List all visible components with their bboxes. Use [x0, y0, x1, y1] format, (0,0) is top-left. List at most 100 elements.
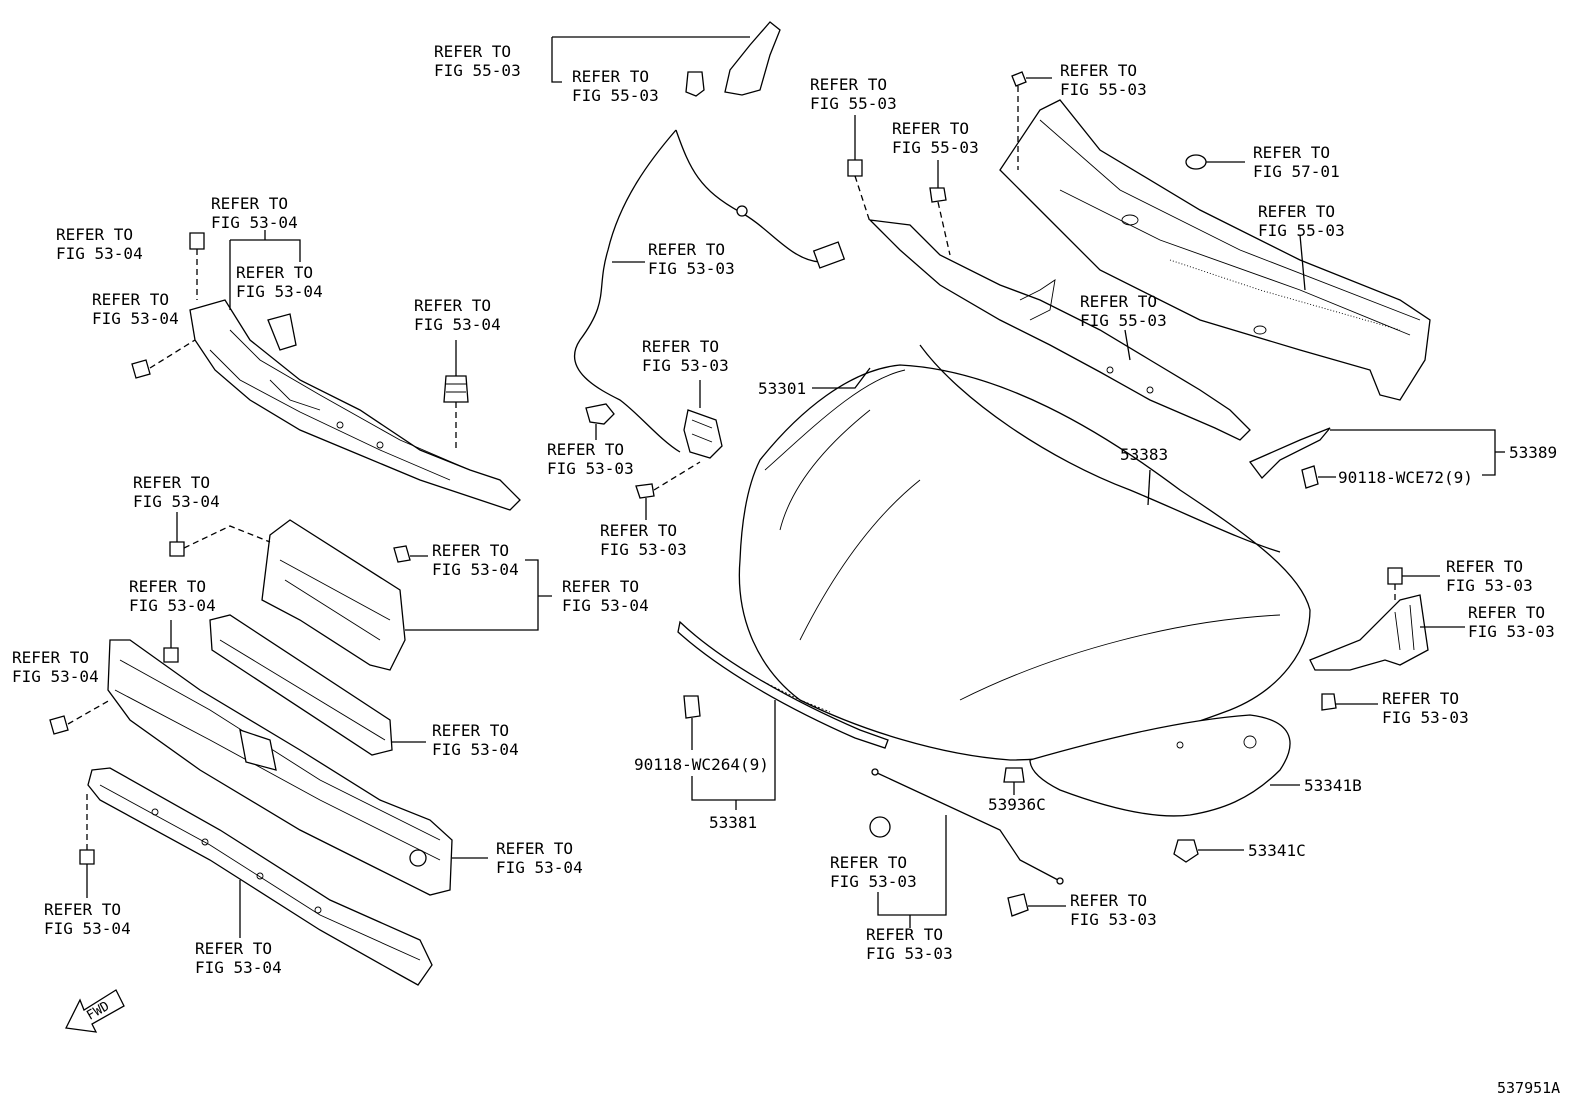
upper-bolt-top-icon	[189, 232, 205, 300]
svg-text:REFER TO: REFER TO	[432, 541, 509, 560]
svg-text:REFER TO: REFER TO	[1446, 557, 1523, 576]
hood-side-seal	[1248, 427, 1505, 479]
svg-text:REFER TO: REFER TO	[562, 577, 639, 596]
hood-lock	[683, 380, 723, 459]
ref-upper-bolt-side: REFER TO FIG 53-04	[92, 290, 179, 328]
svg-text:FIG 55-03: FIG 55-03	[1060, 80, 1147, 99]
ref-rod-holder: REFER TO FIG 53-03	[1070, 891, 1157, 929]
ref-upper-bracket: REFER TO FIG 53-04	[236, 263, 323, 301]
svg-text:FIG 53-04: FIG 53-04	[562, 596, 649, 615]
ref-brace-bolt: REFER TO FIG 53-04	[129, 577, 216, 615]
svg-text:FIG 53-04: FIG 53-04	[195, 958, 282, 977]
hood-panel	[738, 364, 1311, 761]
ref-hinge: REFER TO FIG 53-03	[1468, 603, 1555, 641]
hood-release-cable	[573, 129, 846, 453]
svg-text:REFER TO: REFER TO	[547, 440, 624, 459]
side-seal-clip-icon	[1301, 465, 1336, 489]
bumper-reinforcement	[107, 639, 453, 896]
svg-text:FIG 53-04: FIG 53-04	[12, 667, 99, 686]
svg-text:REFER TO: REFER TO	[211, 194, 288, 213]
ref-outer-cowl: REFER TO FIG 55-03	[1080, 292, 1167, 330]
ref-upper-support: REFER TO FIG 53-04	[211, 194, 298, 232]
svg-text:REFER TO: REFER TO	[44, 900, 121, 919]
svg-text:FIG 53-03: FIG 53-03	[600, 540, 687, 559]
ref-hinge-bolt-top: REFER TO FIG 53-03	[1446, 557, 1533, 595]
svg-text:REFER TO: REFER TO	[1468, 603, 1545, 622]
svg-text:FIG 55-03: FIG 55-03	[892, 138, 979, 157]
ref-reinforcement: REFER TO FIG 53-04	[496, 839, 583, 877]
svg-text:REFER TO: REFER TO	[12, 648, 89, 667]
part-53383: 53383	[1120, 445, 1168, 464]
hinge-bolt-top-icon	[1387, 567, 1440, 600]
part-53389: 53389	[1509, 443, 1557, 462]
air-guide	[261, 519, 406, 671]
hood-support-rod	[871, 768, 1064, 885]
ref-brace: REFER TO FIG 53-04	[432, 721, 519, 759]
ref-reinforcement-bolt: REFER TO FIG 53-04	[12, 648, 99, 686]
svg-text:FIG 53-03: FIG 53-03	[642, 356, 729, 375]
svg-text:FIG 53-04: FIG 53-04	[236, 282, 323, 301]
part-90118-wc264: 90118-WC264(9)	[634, 755, 769, 774]
lower-cross-member	[87, 767, 433, 986]
radiator-grille-brace	[209, 614, 393, 756]
svg-text:FIG 53-03: FIG 53-03	[1070, 910, 1157, 929]
part-53341c: 53341C	[1248, 841, 1306, 860]
svg-text:REFER TO: REFER TO	[572, 67, 649, 86]
cowl-louver	[999, 99, 1431, 401]
brace-bolt-icon	[163, 620, 179, 663]
louver-grommet-icon	[1185, 154, 1245, 170]
svg-text:FIG 53-04: FIG 53-04	[432, 560, 519, 579]
svg-text:FIG 53-03: FIG 53-03	[1382, 708, 1469, 727]
svg-text:REFER TO: REFER TO	[129, 577, 206, 596]
ref-rod-grommet: REFER TO FIG 53-03	[830, 853, 917, 891]
ref-lock-bolt: REFER TO FIG 53-03	[600, 521, 687, 559]
svg-text:REFER TO: REFER TO	[1382, 689, 1459, 708]
svg-text:REFER TO: REFER TO	[414, 296, 491, 315]
svg-text:REFER TO: REFER TO	[1060, 61, 1137, 80]
svg-text:REFER TO: REFER TO	[236, 263, 313, 282]
svg-text:REFER TO: REFER TO	[810, 75, 887, 94]
svg-text:FIG 53-04: FIG 53-04	[44, 919, 131, 938]
ref-air-guide: REFER TO FIG 53-04	[562, 577, 649, 615]
svg-text:FIG 55-03: FIG 55-03	[1258, 221, 1345, 240]
louver-clip-icon	[1011, 71, 1052, 170]
rod-holder-icon	[1007, 893, 1066, 917]
svg-text:REFER TO: REFER TO	[600, 521, 677, 540]
svg-text:REFER TO: REFER TO	[92, 290, 169, 309]
svg-text:FIG 53-03: FIG 53-03	[1468, 622, 1555, 641]
rod-grommet-icon	[869, 816, 891, 838]
part-53936c: 53936C	[988, 795, 1046, 814]
svg-text:REFER TO: REFER TO	[1070, 891, 1147, 910]
svg-text:FIG 53-03: FIG 53-03	[547, 459, 634, 478]
ref-louver: REFER TO FIG 55-03	[1258, 202, 1345, 240]
svg-text:FIG 53-04: FIG 53-04	[92, 309, 179, 328]
upper-bumper-stop-icon	[443, 340, 469, 450]
cowl-side-trim-group	[551, 21, 781, 97]
svg-text:REFER TO: REFER TO	[133, 473, 210, 492]
svg-text:FIG 53-03: FIG 53-03	[866, 944, 953, 963]
ref-cowl-side-a: REFER TO FIG 55-03	[434, 42, 521, 80]
svg-text:REFER TO: REFER TO	[432, 721, 509, 740]
ref-cowl-side-b: REFER TO FIG 55-03	[572, 67, 659, 105]
svg-text:FIG 53-04: FIG 53-04	[414, 315, 501, 334]
radiator-support-upper	[189, 299, 521, 511]
hood-hinge	[1309, 594, 1429, 671]
ref-hood-lock: REFER TO FIG 53-03	[642, 337, 729, 375]
part-53301: 53301	[758, 379, 806, 398]
svg-text:FIG 57-01: FIG 57-01	[1253, 162, 1340, 181]
svg-text:REFER TO: REFER TO	[648, 240, 725, 259]
ref-rod: REFER TO FIG 53-03	[866, 925, 953, 963]
svg-text:REFER TO: REFER TO	[496, 839, 573, 858]
ref-guide-clip: REFER TO FIG 53-04	[432, 541, 519, 579]
ref-upper-bolt-top: REFER TO FIG 53-04	[56, 225, 143, 263]
svg-text:FIG 53-03: FIG 53-03	[648, 259, 735, 278]
svg-text:REFER TO: REFER TO	[830, 853, 907, 872]
ref-cross-member: REFER TO FIG 53-04	[195, 939, 282, 977]
fwd-arrow-icon: FWD	[65, 989, 125, 1033]
hinge-bolt-bottom-icon	[1321, 693, 1378, 711]
cable-connector	[812, 241, 846, 269]
part-53341b: 53341B	[1304, 776, 1362, 795]
figure-id: 537951A	[1497, 1079, 1560, 1097]
cowl-side-trim	[724, 21, 781, 96]
svg-text:FIG 55-03: FIG 55-03	[1080, 311, 1167, 330]
